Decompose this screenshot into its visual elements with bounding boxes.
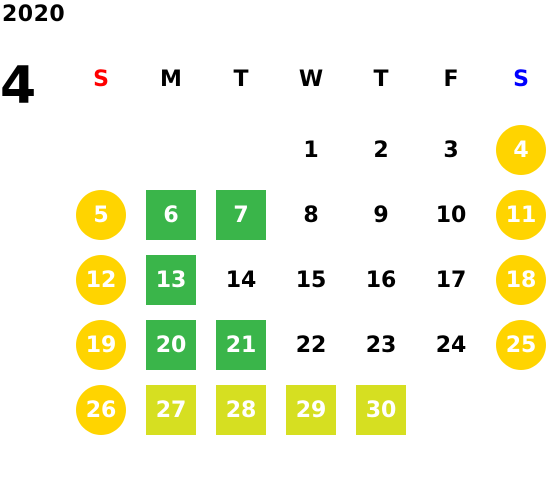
day-cell-22[interactable]: 22 bbox=[295, 332, 327, 358]
day-cell-23[interactable]: 23 bbox=[365, 332, 397, 358]
day-cell-18[interactable]: 18 bbox=[496, 255, 546, 305]
day-cell-30[interactable]: 30 bbox=[356, 385, 406, 435]
day-cell-10[interactable]: 10 bbox=[435, 202, 467, 228]
weekday-header-tuesday: T bbox=[233, 67, 249, 92]
day-cell-6[interactable]: 6 bbox=[146, 190, 196, 240]
day-cell-15[interactable]: 15 bbox=[295, 267, 327, 293]
month-number: 4 bbox=[0, 56, 37, 116]
day-cell-24[interactable]: 24 bbox=[435, 332, 467, 358]
day-cell-1[interactable]: 1 bbox=[303, 137, 319, 163]
weekday-header-saturday: S bbox=[513, 67, 529, 92]
weekday-header-sunday: S bbox=[93, 67, 109, 92]
day-cell-5[interactable]: 5 bbox=[76, 190, 126, 240]
year-label: 2020 bbox=[2, 2, 66, 27]
weekday-header-wednesday: W bbox=[298, 67, 324, 92]
day-cell-7[interactable]: 7 bbox=[216, 190, 266, 240]
weekday-header-friday: F bbox=[443, 67, 459, 92]
day-cell-8[interactable]: 8 bbox=[303, 202, 319, 228]
day-cell-2[interactable]: 2 bbox=[373, 137, 389, 163]
day-cell-28[interactable]: 28 bbox=[216, 385, 266, 435]
day-cell-11[interactable]: 11 bbox=[496, 190, 546, 240]
day-cell-13[interactable]: 13 bbox=[146, 255, 196, 305]
day-cell-26[interactable]: 26 bbox=[76, 385, 126, 435]
day-cell-29[interactable]: 29 bbox=[286, 385, 336, 435]
day-cell-21[interactable]: 21 bbox=[216, 320, 266, 370]
day-cell-17[interactable]: 17 bbox=[435, 267, 467, 293]
day-cell-19[interactable]: 19 bbox=[76, 320, 126, 370]
weekday-header-monday: M bbox=[160, 67, 182, 92]
day-cell-3[interactable]: 3 bbox=[443, 137, 459, 163]
day-cell-25[interactable]: 25 bbox=[496, 320, 546, 370]
day-cell-9[interactable]: 9 bbox=[373, 202, 389, 228]
weekday-header-thursday: T bbox=[373, 67, 389, 92]
day-cell-12[interactable]: 12 bbox=[76, 255, 126, 305]
day-cell-4[interactable]: 4 bbox=[496, 125, 546, 175]
day-cell-14[interactable]: 14 bbox=[225, 267, 257, 293]
day-cell-27[interactable]: 27 bbox=[146, 385, 196, 435]
day-cell-20[interactable]: 20 bbox=[146, 320, 196, 370]
day-cell-16[interactable]: 16 bbox=[365, 267, 397, 293]
